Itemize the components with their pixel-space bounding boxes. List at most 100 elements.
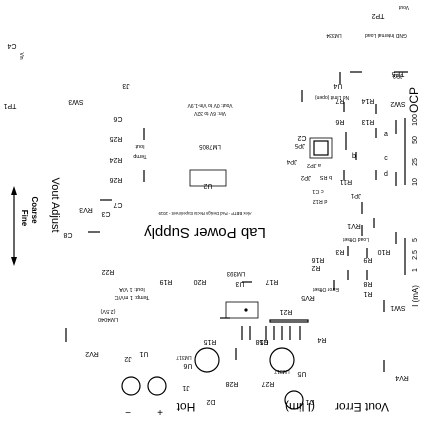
temp-note: Temp: 1 mV/C [115,294,150,300]
jumper-jp4: JP4 [286,158,297,164]
ref-r1: R1 [363,290,372,297]
switch-position-letter: b [352,153,356,160]
ref-u2: U2 [203,182,212,189]
ref-tp2: TP2 [371,12,384,19]
adjust-arrow-up [11,186,17,195]
lm393-label: LM393 [226,270,245,276]
coarse-label: Coarse [30,196,39,224]
ref-c5: C5 [259,338,268,345]
ref-r19: R19 [159,278,172,285]
hot-label: Hot [176,400,195,414]
ref-d2: D2 [206,398,215,405]
ref-rv4: RV4 [395,374,409,381]
u2-outline [189,169,227,187]
ref-rv2: RV2 [85,350,99,357]
ref-sw3: SW3 [68,98,83,105]
ref-rv5: RV5 [301,294,315,301]
vout-error-label: Vout Error [335,400,389,414]
ref-r7: R7 [335,97,344,104]
ref-r14: R14 [361,97,374,104]
ref-u6: U6 [183,362,192,369]
step-25: 25 [412,158,419,166]
minus-sign: − [125,408,131,419]
ref-j2: J2 [124,355,132,362]
temp-pin-label: Temp [133,153,146,159]
ref-r22: R22 [101,268,114,275]
r18-outline [269,319,309,323]
plus-sign: + [157,408,163,419]
ref-u4: U4 [333,82,342,89]
ref-j1: J1 [182,384,190,391]
ref-c6: C6 [113,115,122,122]
ref-tp1: TP1 [3,102,16,109]
ref-r17: R17 [265,278,278,285]
ref-j3: J3 [122,82,130,89]
ref-u1: U1 [139,350,148,357]
step-2-5: 2.5 [412,250,419,260]
jp5-pad [313,140,329,156]
ref-rv3: RV3 [79,206,93,213]
lm4040-value: (2.5V) [100,308,115,314]
ref-rv1: RV1 [347,222,361,229]
fine-label: Fine [20,210,29,227]
board-subtitle: Alex BBTP - Pad Design Recto Experiment … [158,211,252,216]
ref-r10: R10 [377,248,390,255]
jumper-option-label: b RS [320,174,333,180]
ref-r11: R11 [340,178,352,185]
ref-lm317-1: LM317 [176,354,192,360]
u3-outline [225,301,259,319]
d1-led [284,390,304,410]
step-1: 1 [412,268,419,272]
ref-c8: C8 [63,231,72,238]
ref-r28: R28 [225,380,238,387]
ref-r4: R4 [317,336,326,343]
ref-r13: R13 [361,118,374,125]
jp5-outline [309,137,333,159]
d2-led [121,376,141,396]
jumper-option-label: d R12 [313,198,328,204]
ref-sw2: SW2 [390,100,405,107]
jumper-jp2: JP2 [300,174,311,180]
jumper-jp1: JP1 [350,192,361,198]
step-5: 5 [412,238,419,242]
jumper-jp5: JP5 [294,142,305,148]
ref-lm317-2: LM317 [274,368,290,374]
ref-r21: R21 [279,308,292,315]
switch-position-letter: c [384,155,388,162]
ref-r2: R2 [311,264,320,271]
ref-d1: D1 [305,398,314,405]
ref-r27: R27 [261,380,274,387]
lm7805-label: LM7805 [198,143,220,149]
ref-tp5: TP5 [391,70,404,77]
load-offset-label: Load Offset [343,236,369,242]
ref-u5: U5 [297,370,306,377]
ref-c4: C4 [7,42,16,49]
vout-note: Vout: 0V to Vin-1.9V [187,102,233,108]
u5-regulator [269,347,295,373]
ref-r20: R20 [193,278,206,285]
ref-sw1: SW1 [390,304,405,311]
ref-u3: U3 [235,280,244,287]
adjust-arrow-down [11,257,17,266]
step-10: 10 [412,178,419,186]
ref-r26: R26 [109,176,122,183]
ocp-label: OCP [407,87,421,113]
vin-label: Vin [18,52,24,59]
j1-connector [147,376,167,396]
jumper-jp3: JP3 [392,72,403,78]
jumper-option-label: c C1 [312,188,323,194]
gnd-internal-label: GND Internal Load [365,32,407,38]
step-50: 50 [412,136,419,144]
u6-regulator [194,347,220,373]
ref-r6: R6 [335,118,344,125]
switch-position-letter: d [384,171,388,178]
iout-pin-label: Iout [135,143,145,149]
vout-top-label: Vout [398,4,409,10]
vin-note: Vin: 6V to 32V [193,110,226,116]
ref-r3: R3 [335,248,344,255]
ref-r15: R15 [203,338,216,345]
ref-r9: R9 [363,256,372,263]
error-offset-label: Error Offset [313,286,339,292]
